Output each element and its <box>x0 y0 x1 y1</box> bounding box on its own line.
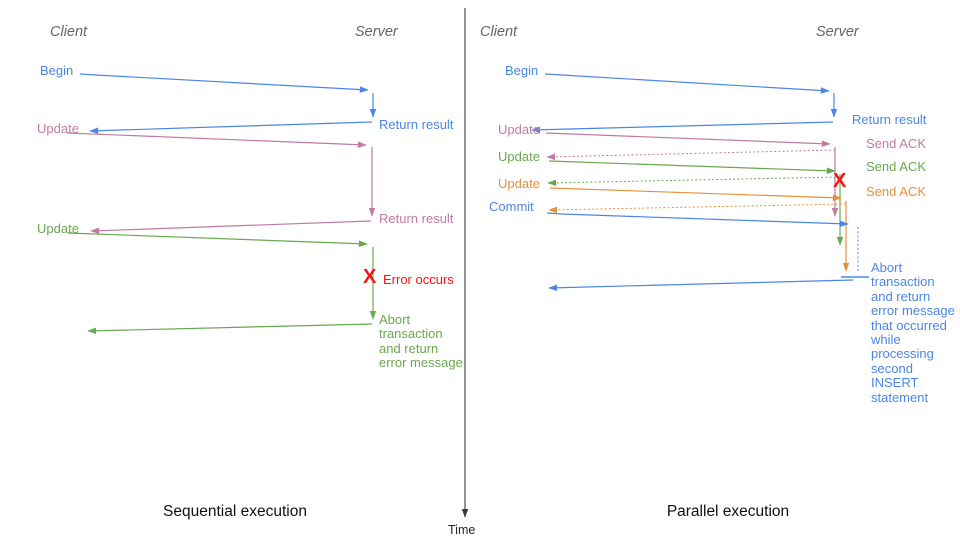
right-update-3-label: Update <box>498 176 540 191</box>
left-client-label: Client <box>50 24 88 40</box>
right-abort-return-line <box>548 279 854 292</box>
right-update1-request-line <box>545 132 831 147</box>
right-abort-message-label: Abort transaction and return error messa… <box>871 260 955 405</box>
left-error-occurs-label: Error occurs <box>383 272 454 287</box>
left-panel-caption: Sequential execution <box>163 503 307 520</box>
right-server-label: Server <box>816 24 859 40</box>
right-ack2-dotted-line <box>547 176 841 187</box>
left-begin-label: Begin <box>40 63 74 78</box>
right-return-result-label: Return result <box>852 112 927 127</box>
right-commit-label: Commit <box>489 199 534 214</box>
right-update-2-label: Update <box>498 149 540 164</box>
right-begin-label: Begin <box>505 63 539 78</box>
left-update-2-label: Update <box>37 221 79 236</box>
right-update2-request-line <box>548 160 836 175</box>
left-return-result-1-label: Return result <box>379 117 454 132</box>
left-update1-request-line <box>66 132 367 148</box>
left-abort-message-label: Abort transaction and return error messa… <box>379 312 463 371</box>
left-server-label: Server <box>355 24 398 40</box>
left-update-1-label: Update <box>37 121 79 136</box>
right-send-ack-1-label: Send ACK <box>866 136 926 151</box>
right-return-result-line <box>531 121 834 134</box>
right-error-x-icon: X <box>833 170 847 192</box>
left-update2-request-line <box>67 232 368 247</box>
right-update-1-label: Update <box>498 122 540 137</box>
right-begin-request-line <box>544 73 830 94</box>
left-return-result-line-1 <box>89 121 373 135</box>
left-begin-request-line <box>79 73 369 93</box>
right-panel-caption: Parallel execution <box>666 503 790 520</box>
left-abort-return-line <box>87 323 373 335</box>
right-update3-request-line <box>549 187 842 202</box>
right-send-ack-3-label: Send ACK <box>866 184 926 199</box>
right-send-ack-2-label: Send ACK <box>866 159 926 174</box>
right-commit-request-line <box>546 212 849 228</box>
time-axis-label: Time <box>448 523 476 537</box>
right-ack3-dotted-line <box>548 203 847 214</box>
left-return-result-line-2 <box>90 220 372 235</box>
left-return-result-2-label: Return result <box>379 211 454 226</box>
right-ack1-dotted-line <box>546 149 836 161</box>
right-client-label: Client <box>480 24 518 40</box>
left-error-x-icon: X <box>363 266 377 288</box>
